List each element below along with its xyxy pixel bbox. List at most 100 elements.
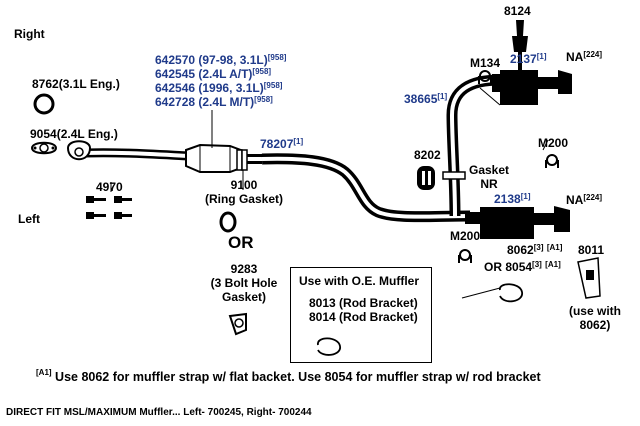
part-ref: [958]	[252, 67, 272, 76]
part-ref: [958]	[263, 81, 283, 90]
bracket-8011	[577, 257, 601, 299]
part-number: 38665	[404, 92, 438, 106]
part-number: 9100	[230, 178, 258, 192]
part-label-9100: 9100(Ring Gasket)	[199, 178, 289, 206]
part-label-na-top: NA[224]	[566, 50, 602, 64]
part-desc: (3.1L Eng.)	[58, 77, 120, 91]
clamp-m134	[478, 70, 492, 84]
part-desc: (2.4L Eng.)	[56, 127, 118, 141]
ring-9100-or	[219, 211, 237, 233]
or-prefix: OR	[484, 260, 502, 274]
part-desc: Gasket)	[221, 290, 267, 304]
part-ref: [1]	[536, 52, 547, 61]
front-flange	[66, 140, 92, 161]
part-label-m200-right: M200	[538, 136, 569, 150]
clamp-m200-left	[458, 249, 472, 263]
part-number: 8054	[505, 260, 533, 274]
side-label-right: Right	[14, 27, 45, 41]
part-desc: Gasket	[468, 163, 510, 177]
footnote-text: Use 8062 for muffler strap w/ flat backe…	[55, 370, 541, 384]
part-number: NA	[566, 193, 584, 207]
part-ref: [958]	[254, 95, 273, 104]
part-note: [A1]	[546, 243, 563, 252]
part-ref: [224]	[583, 50, 603, 59]
note-box-title: Use with O.E. Muffler	[299, 274, 420, 288]
oe-muffler-note-box: Use with O.E. Muffler 8013 (Rod Bracket)…	[290, 267, 432, 363]
intermediate-pipe	[246, 153, 471, 223]
part-number: 642545	[155, 67, 196, 81]
part-desc: NR	[480, 177, 498, 191]
side-label-left: Left	[18, 212, 40, 226]
footnote-marker: [A1]	[36, 368, 52, 377]
muffler-bottom	[465, 206, 570, 239]
part-label-m200-left: M200	[450, 229, 481, 243]
part-desc: (1996, 3.1L)	[198, 81, 264, 95]
part-label-642728: 642728 (2.4L M/T)[958]	[155, 95, 273, 109]
part-label-m134: M134	[470, 56, 501, 70]
gasket-9283	[228, 312, 247, 336]
part-label-2138: 2138[1]	[494, 192, 530, 206]
part-number: 8062	[507, 243, 534, 257]
part-ref: [3]	[532, 260, 542, 269]
part-label-2137: 2137[1]	[510, 52, 546, 66]
part-desc: (use with	[568, 304, 621, 318]
part-number: 8762	[32, 77, 59, 91]
part-label-642545: 642545 (2.4L A/T)[958]	[155, 67, 271, 81]
front-pipe	[79, 148, 195, 161]
strap-8054	[461, 283, 523, 303]
part-ref: [1]	[293, 137, 304, 146]
part-desc: (2.4L M/T)	[198, 95, 255, 109]
part-ref: [3]	[533, 243, 544, 252]
part-label-8011: 8011	[578, 243, 605, 257]
part-label-8062: 8062[3] [A1]	[507, 243, 562, 257]
part-label-8202: 8202	[414, 148, 441, 162]
part-desc: 8062)	[579, 318, 611, 332]
rod-bracket	[317, 337, 341, 356]
part-ref: [224]	[583, 193, 603, 202]
hanger-8202	[417, 166, 435, 190]
part-ref: [958]	[267, 53, 287, 62]
gasket-8762	[33, 93, 55, 115]
part-desc: (Ring Gasket)	[204, 192, 283, 206]
riser-pipe	[446, 74, 501, 217]
part-number: 2137	[510, 52, 537, 66]
footnote: [A1] Use 8062 for muffler strap w/ flat …	[36, 368, 541, 384]
part-desc: (3 Bolt Hole	[210, 276, 278, 290]
part-number: 9283	[230, 262, 258, 276]
leader-lines	[110, 87, 549, 192]
part-number: 2138	[494, 192, 521, 206]
gasket-9054	[30, 141, 58, 155]
part-number: 642570	[155, 53, 196, 67]
part-desc: (97-98, 3.1L)	[198, 53, 268, 67]
part-label-8124: 8124	[504, 4, 531, 18]
part-number: 9054	[30, 127, 57, 141]
part-ref: [1]	[520, 192, 531, 201]
part-ref: [1]	[437, 92, 448, 101]
bolt-kit-4970	[86, 196, 132, 219]
part-desc: (2.4L A/T)	[198, 67, 253, 81]
part-label-9054: 9054(2.4L Eng.)	[30, 127, 118, 141]
part-label-78207: 78207[1]	[260, 137, 303, 151]
part-label-38665: 38665[1]	[404, 92, 447, 106]
part-label-642546: 642546 (1996, 3.1L)[958]	[155, 81, 282, 95]
part-label-8762: 8762(3.1L Eng.)	[32, 77, 120, 91]
hanger-8124	[512, 20, 528, 70]
part-number: 642728	[155, 95, 196, 109]
note-box-line-8014: 8014 (Rod Bracket)	[309, 310, 418, 324]
part-number: NA	[566, 50, 584, 64]
part-label-4970: 4970	[96, 180, 123, 194]
footer-muffler-info: DIRECT FIT MSL/MAXIMUM Muffler... Left- …	[6, 407, 312, 418]
part-label-8054: OR 8054[3] [A1]	[484, 260, 561, 274]
part-number: 642546	[155, 81, 196, 95]
or-separator: OR	[228, 233, 254, 252]
clamp-m200-right	[545, 154, 559, 168]
part-number: 78207	[260, 137, 294, 151]
part-label-642570: 642570 (97-98, 3.1L)[958]	[155, 53, 286, 67]
muffler-top	[492, 70, 572, 105]
part-note: [A1]	[545, 260, 561, 269]
